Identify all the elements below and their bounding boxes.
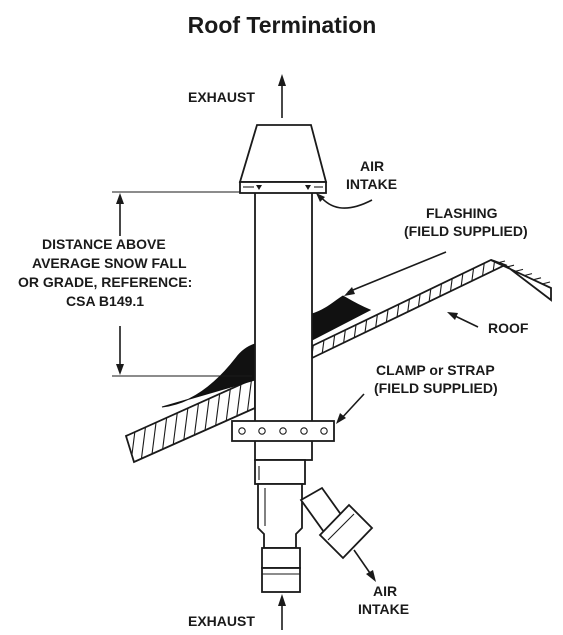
clamp-strap: [231, 420, 335, 442]
exhaust-bottom-label: EXHAUST: [188, 613, 255, 629]
flashing-label-1: FLASHING: [426, 205, 498, 221]
roof-hatch-line: [419, 260, 437, 358]
distance-dimension: [112, 191, 252, 377]
roof-hatch-line: [520, 250, 536, 370]
ridge-hatch-line: [541, 281, 551, 285]
roof-leader: [452, 314, 479, 328]
roof-hatch-line: [449, 260, 467, 358]
air-intake-top-label-1: AIR: [360, 158, 384, 174]
distance-label-4: CSA B149.1: [66, 293, 144, 309]
termination-cap: [238, 124, 328, 194]
exhaust-top-label: EXHAUST: [188, 89, 255, 105]
intake-marker-right: [305, 185, 311, 190]
exhaust-bottom-arrow: [278, 594, 286, 630]
vent-pipe: [254, 191, 313, 461]
ridge-hatch-line: [514, 268, 524, 272]
air-intake-top-label-2: INTAKE: [346, 176, 397, 192]
flashing-right: [311, 295, 372, 341]
ridge-hatch-line: [496, 260, 506, 264]
diagram-title: Roof Termination: [188, 12, 377, 38]
air-intake-top-leader: [319, 195, 373, 209]
distance-label-2: AVERAGE SNOW FALL: [32, 255, 187, 271]
intake-marker-left: [256, 185, 262, 190]
roof-hatch-line: [100, 360, 114, 470]
air-intake-bottom-label-1: AIR: [373, 583, 397, 599]
clamp-label-1: CLAMP or STRAP: [376, 362, 495, 378]
roof-hatch-line: [369, 260, 387, 358]
concentric-fitting: [254, 459, 374, 593]
roof-hatch-line: [510, 250, 526, 370]
ridge-hatch-line: [532, 277, 542, 281]
flashing-leader: [347, 251, 447, 293]
roof-hatch-line: [429, 260, 447, 358]
clamp-label-2: (FIELD SUPPLIED): [374, 380, 498, 396]
ridge-hatch-line: [523, 273, 533, 277]
distance-label-1: DISTANCE ABOVE: [42, 236, 166, 252]
flashing-label-2: (FIELD SUPPLIED): [404, 223, 528, 239]
air-intake-bottom-label-2: INTAKE: [358, 601, 409, 617]
exhaust-top-arrow: [278, 74, 286, 118]
roof-hatch-line: [439, 260, 457, 358]
clamp-leader: [339, 393, 365, 421]
distance-label-3: OR GRADE, REFERENCE:: [18, 274, 192, 290]
roof-ridge: [490, 259, 552, 302]
ridge-hatch-line: [505, 264, 515, 268]
air-intake-bottom-leader: [353, 549, 373, 577]
roof-label: ROOF: [488, 320, 529, 336]
